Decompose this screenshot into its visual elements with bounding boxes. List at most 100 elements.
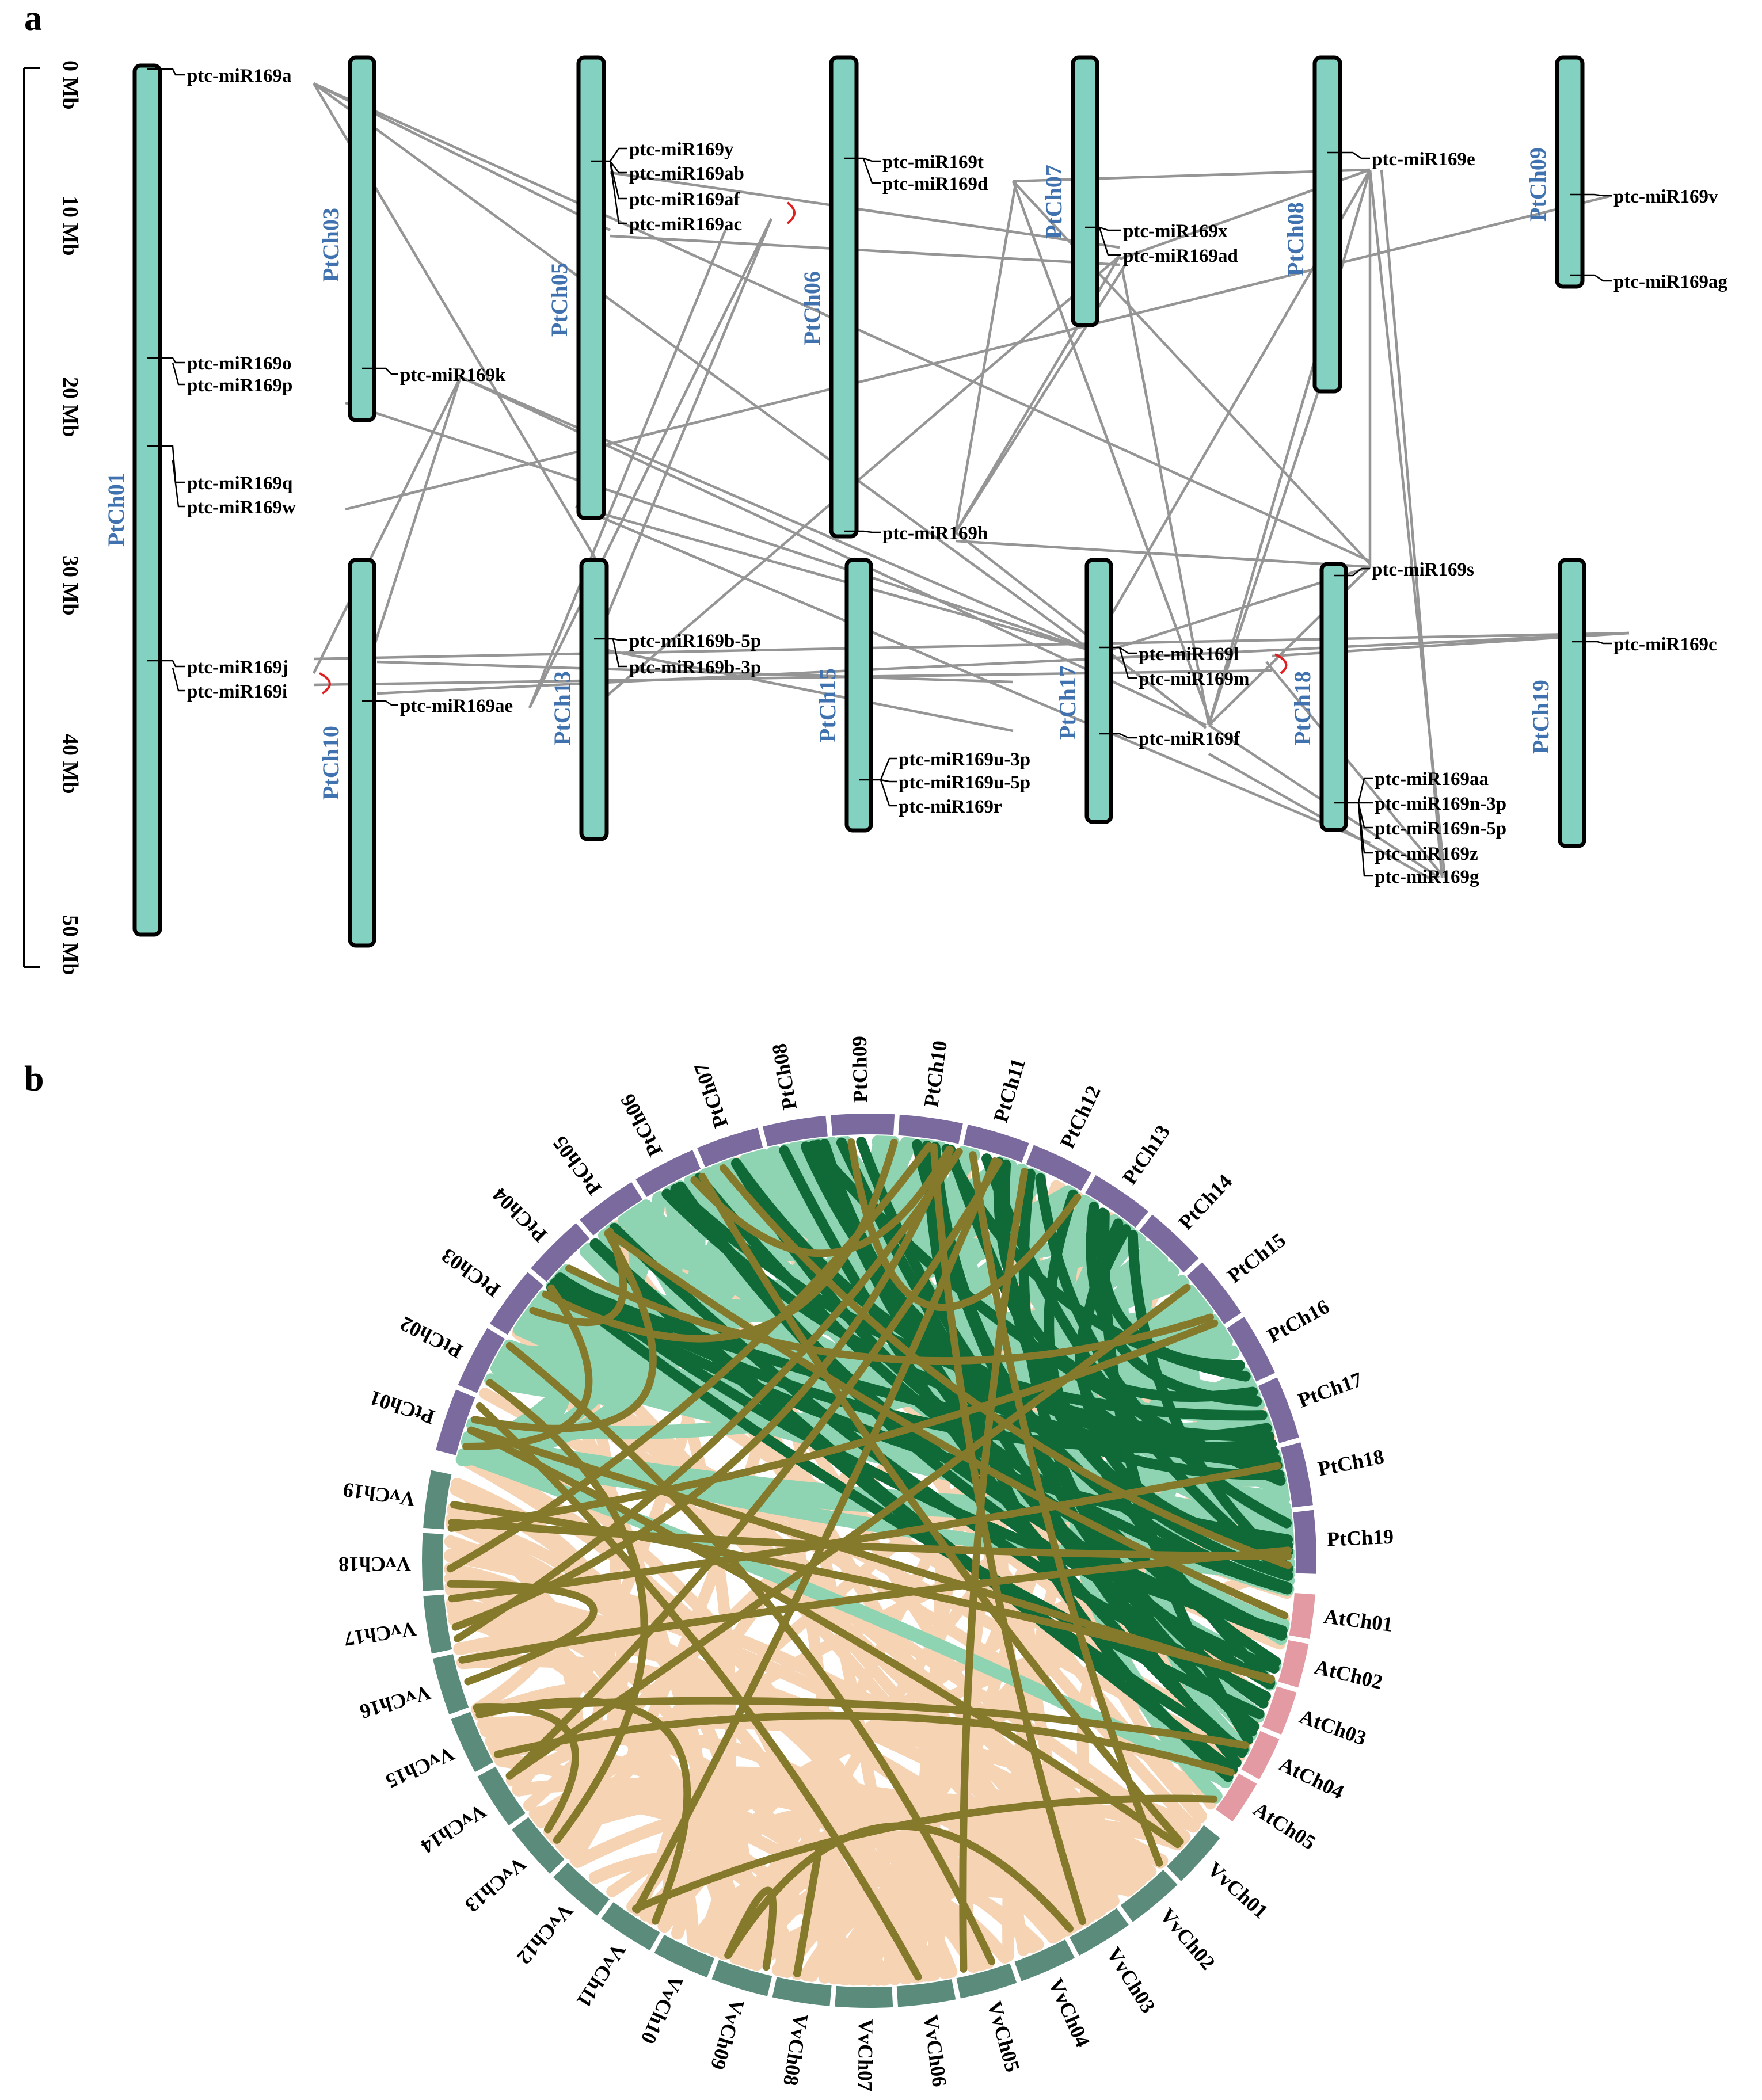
ring-segment-PtCh09 xyxy=(829,1112,896,1137)
synteny-link-pt-pt xyxy=(746,1137,917,1234)
ring-segment-VvCh14 xyxy=(475,1764,527,1827)
synteny-link-mir169 xyxy=(475,1697,691,1925)
red-link-ch18 xyxy=(1274,653,1288,674)
mirna-label: ptc-miR169ae xyxy=(400,696,513,716)
mirna-label: ptc-miR169b-5p xyxy=(629,631,761,651)
mirna-label: ptc-miR169ab xyxy=(629,163,744,184)
synteny-link-mir169 xyxy=(447,1580,598,1686)
ring-label-AtCh01: AtCh01 xyxy=(1323,1604,1394,1636)
ring-label-PtCh11: PtCh11 xyxy=(989,1055,1030,1125)
ring-label-VvCh05: VvCh05 xyxy=(983,1999,1024,2075)
ring-segment-PtCh12 xyxy=(1025,1143,1093,1192)
ring-segment-PtCh11 xyxy=(962,1123,1031,1164)
mirna-labels: ptc-miR169a ptc-miR169o ptc-miR169p ptc-… xyxy=(187,66,1727,887)
ring-label-AtCh03: AtCh03 xyxy=(1296,1705,1369,1750)
ring-segment-VvCh17 xyxy=(422,1593,454,1655)
mirna-label: ptc-miR169u-5p xyxy=(899,772,1030,793)
mirna-label: ptc-miR169n-5p xyxy=(1375,818,1506,839)
chromosome-PtCh05 xyxy=(576,55,606,520)
mirna-label: ptc-miR169z xyxy=(1375,844,1478,864)
ring-segment-PtCh10 xyxy=(897,1113,965,1145)
mirna-label: ptc-miR169e xyxy=(1372,149,1475,170)
ring-segment-PtCh01 xyxy=(434,1388,477,1457)
synteny-link-mir169 xyxy=(447,1319,1219,1532)
synteny-link-mir169 xyxy=(486,1379,648,1844)
ring-segment-PtCh02 xyxy=(456,1326,507,1395)
mirna-label: ptc-miR169s xyxy=(1372,559,1474,580)
chromosome-bars xyxy=(132,55,1586,948)
chr-name-PtCh17: PtCh17 xyxy=(1055,665,1080,740)
ring-label-VvCh18: VvCh18 xyxy=(338,1553,411,1576)
synteny-link-mir169 xyxy=(724,1886,777,1971)
panel-a-label: a xyxy=(24,0,42,38)
red-link-ch05 xyxy=(786,201,796,224)
mirna-label: ptc-miR169w xyxy=(187,497,296,518)
ring-label-PtCh03: PtCh03 xyxy=(437,1244,504,1302)
chr-name-PtCh09: PtCh09 xyxy=(1525,147,1551,222)
chromosome-PtCh09 xyxy=(1555,55,1585,289)
mirna-label: ptc-miR169u-3p xyxy=(899,749,1030,770)
ring-segment-PtCh05 xyxy=(578,1180,644,1237)
ring-segment-VvCh04 xyxy=(1013,1938,1076,1983)
synteny-link-mir169 xyxy=(454,1148,963,1642)
ring-label-VvCh16: VvCh16 xyxy=(357,1681,433,1724)
mirna-label: ptc-miR169j xyxy=(187,657,288,678)
ring-segment-PtCh03 xyxy=(488,1270,545,1336)
ring-label-PtCh04: PtCh04 xyxy=(488,1183,551,1247)
mb-scale-bar: 0 Mb 10 Mb 20 Mb 30 Mb 40 Mb 50 Mb xyxy=(23,60,82,975)
ring-label-VvCh12: VvCh12 xyxy=(512,1899,577,1969)
ring-label-VvCh03: VvCh03 xyxy=(1102,1943,1160,2017)
ring-label-VvCh02: VvCh02 xyxy=(1155,1904,1219,1974)
ring-label-VvCh17: VvCh17 xyxy=(342,1617,417,1651)
ring-label-PtCh17: PtCh17 xyxy=(1295,1367,1365,1412)
ring-segment-VvCh10 xyxy=(652,1933,716,1979)
chr-name-PtCh05: PtCh05 xyxy=(546,262,572,337)
synteny-link-mir169 xyxy=(467,1426,1182,1849)
mirna-label: ptc-miR169b-3p xyxy=(629,657,761,678)
chr-name-PtCh06: PtCh06 xyxy=(799,271,825,345)
ring-label-PtCh12: PtCh12 xyxy=(1056,1082,1105,1152)
ring-label-VvCh14: VvCh14 xyxy=(417,1800,490,1858)
ring-label-PtCh02: PtCh02 xyxy=(396,1312,466,1363)
mirna-label: ptc-miR169v xyxy=(1613,186,1718,207)
ring-label-AtCh02: AtCh02 xyxy=(1312,1655,1385,1694)
ring-segment-VvCh16 xyxy=(431,1652,470,1716)
chromosome-PtCh06 xyxy=(829,55,859,539)
chromosome-PtCh19 xyxy=(1558,558,1586,848)
mirna-label: ptc-miR169t xyxy=(882,152,984,173)
synteny-link-pt-at xyxy=(590,1238,1238,1775)
mirna-label: ptc-miR169af xyxy=(629,189,740,210)
mirna-label: ptc-miR169m xyxy=(1139,669,1249,689)
chromosome-PtCh13 xyxy=(579,558,609,841)
ring-segment-VvCh15 xyxy=(449,1710,495,1774)
ring-segment-PtCh07 xyxy=(695,1126,764,1169)
mirna-label: ptc-miR169i xyxy=(187,681,287,702)
synteny-link-mir169 xyxy=(450,1501,1276,1683)
mirna-label: ptc-miR169ag xyxy=(1613,272,1727,292)
label-leader-lines xyxy=(147,68,1612,877)
synteny-link-mir169 xyxy=(529,1228,627,1327)
synteny-link-mir169 xyxy=(930,1143,1087,1926)
ring-segment-VvCh02 xyxy=(1118,1868,1179,1924)
mirna-label: ptc-miR169r xyxy=(899,796,1002,817)
synteny-ribbons-dark xyxy=(446,1137,1293,1981)
mirna-label: ptc-miR169d xyxy=(882,174,988,195)
chr-name-PtCh13: PtCh13 xyxy=(549,671,575,745)
ring-segment-VvCh01 xyxy=(1164,1823,1222,1883)
ring-label-PtCh06: PtCh06 xyxy=(616,1091,667,1160)
ring-label-VvCh07: VvCh07 xyxy=(854,2019,878,2092)
red-link-ch01-ch10 xyxy=(319,672,331,695)
ring-segment-PtCh17 xyxy=(1257,1375,1301,1445)
ring-segment-VvCh19 xyxy=(421,1469,453,1531)
mirna-label: ptc-miR169ad xyxy=(1123,246,1238,266)
ring-segment-AtCh05 xyxy=(1214,1771,1259,1823)
chromosome-PtCh17 xyxy=(1084,558,1113,824)
ring-segment-PtCh13 xyxy=(1083,1173,1150,1229)
ring-label-VvCh09: VvCh09 xyxy=(706,1996,749,2072)
mirna-label: ptc-miR169o xyxy=(187,353,291,374)
ring-segment-AtCh02 xyxy=(1277,1638,1310,1689)
synteny-link-mir169 xyxy=(493,1712,1235,1777)
chromosome-PtCh07 xyxy=(1071,55,1099,327)
